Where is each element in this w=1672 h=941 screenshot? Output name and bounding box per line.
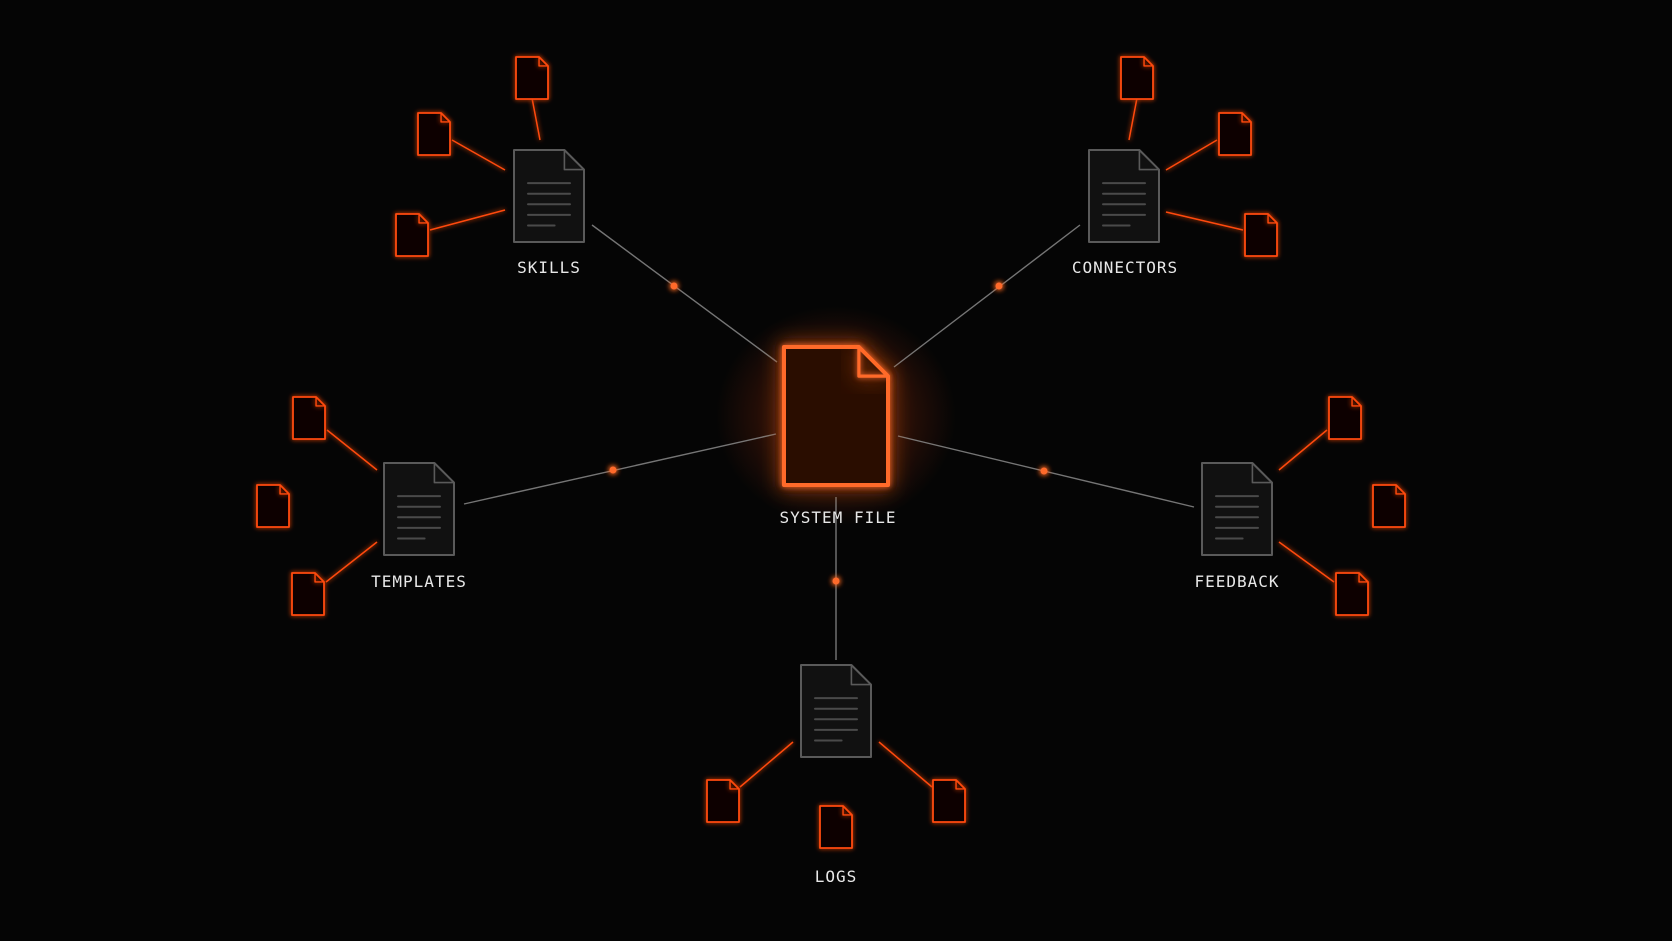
child-connector-lines <box>291 97 1371 806</box>
child-line-feedback-2 <box>1278 541 1335 583</box>
child-line-templates-0 <box>326 429 378 471</box>
child-document-icon-templates-0 <box>292 396 326 440</box>
connector-node-feedback <box>1040 467 1048 475</box>
system-file-document-shape <box>782 345 890 487</box>
child-line-skills-0 <box>531 97 541 141</box>
child-document-icon-templates-2 <box>291 572 325 616</box>
child-document-icon-logs-1 <box>819 805 853 849</box>
hub-label-skills: SKILLS <box>517 258 581 277</box>
connector-line-skills <box>591 224 778 363</box>
child-line-templates-2 <box>325 541 378 583</box>
child-document-icon-logs-0 <box>706 779 740 823</box>
connector-node-connectors <box>995 282 1003 290</box>
child-line-feedback-0 <box>1278 429 1328 471</box>
child-line-skills-1 <box>451 139 506 171</box>
child-line-connectors-1 <box>1165 139 1218 171</box>
child-document-icon-skills-2 <box>395 213 429 257</box>
child-document-icon-skills-0 <box>515 56 549 100</box>
child-document-icon-connectors-1 <box>1218 112 1252 156</box>
hub-document-icon-feedback <box>1201 462 1273 556</box>
child-document-icon-skills-1 <box>417 112 451 156</box>
connector-line-connectors <box>893 224 1081 368</box>
child-document-icon-logs-2 <box>932 779 966 823</box>
child-document-icon-feedback-1 <box>1372 484 1406 528</box>
hub-label-feedback: FEEDBACK <box>1194 572 1279 591</box>
hub-label-connectors: CONNECTORS <box>1072 258 1178 277</box>
hub-document-icon-templates <box>383 462 455 556</box>
child-line-skills-2 <box>429 209 506 231</box>
hub-label-logs: LOGS <box>815 867 858 886</box>
child-line-logs-0 <box>739 741 794 788</box>
child-documents <box>256 56 1406 849</box>
connector-node-templates <box>609 466 617 474</box>
child-document-icon-feedback-2 <box>1335 572 1369 616</box>
connector-node-logs <box>832 577 840 585</box>
hub-document-icon-logs <box>800 664 872 758</box>
hub-document-icon-skills <box>513 149 585 243</box>
child-document-icon-feedback-0 <box>1328 396 1362 440</box>
connector-line-templates <box>463 433 777 505</box>
child-line-connectors-2 <box>1165 211 1244 231</box>
child-document-icon-connectors-2 <box>1244 213 1278 257</box>
child-line-logs-2 <box>878 741 933 788</box>
center-connector-lines <box>463 224 1195 660</box>
hub-label-templates: TEMPLATES <box>371 572 467 591</box>
child-line-connectors-0 <box>1128 97 1138 141</box>
hub-document-icon-connectors <box>1088 149 1160 243</box>
system-file-label: SYSTEM FILE <box>780 508 897 527</box>
child-document-icon-templates-1 <box>256 484 290 528</box>
child-document-icon-connectors-0 <box>1120 56 1154 100</box>
system-file-document-icon <box>782 345 890 487</box>
hub-documents <box>383 149 1273 758</box>
connector-node-skills <box>670 282 678 290</box>
